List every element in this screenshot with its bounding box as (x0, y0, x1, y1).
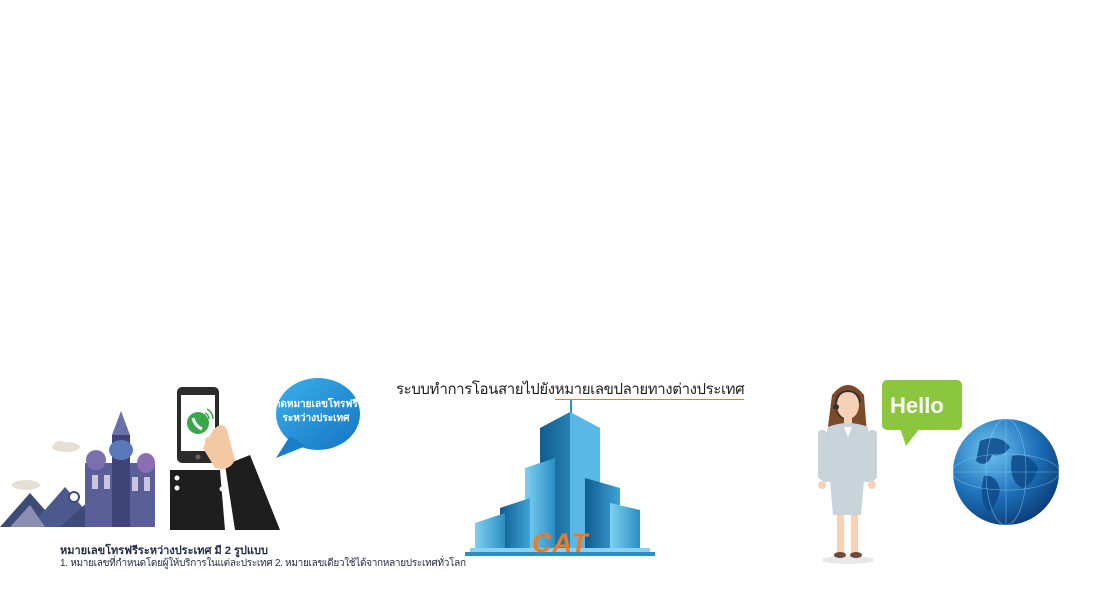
hello-speech-bubble: Hello (880, 378, 964, 446)
cat-building-illustration (465, 400, 655, 556)
free-call-speech-bubble: กดหมายเลขโทรฟรี ระหว่างประเทศ (272, 376, 362, 458)
hello-text: Hello (890, 393, 944, 418)
transfer-headline: ระบบทำการโอนสายไปยังหมายเลขปลายทางต่างปร… (396, 377, 745, 401)
globe-icon (952, 418, 1060, 526)
hand-phone-illustration (170, 387, 280, 530)
cat-logo: CAT (532, 528, 589, 558)
caption-body: 1. หมายเลขที่กำหนดโดยผู้ให้บริการในแต่ละ… (60, 558, 466, 569)
bubble-text-line1: กดหมายเลขโทรฟรี (274, 399, 358, 410)
bubble-text-line2: ระหว่างประเทศ (282, 413, 350, 424)
headline-part2: หมายเลขปลายทางต่างประเทศ (554, 381, 745, 400)
operator-woman-illustration (818, 385, 877, 564)
landmarks-illustration (0, 411, 155, 527)
caption-title: หมายเลขโทรฟรีระหว่างประเทศ มี 2 รูปแบบ (60, 545, 268, 557)
headline-part1: ระบบทำการโอนสายไปยัง (396, 381, 555, 398)
